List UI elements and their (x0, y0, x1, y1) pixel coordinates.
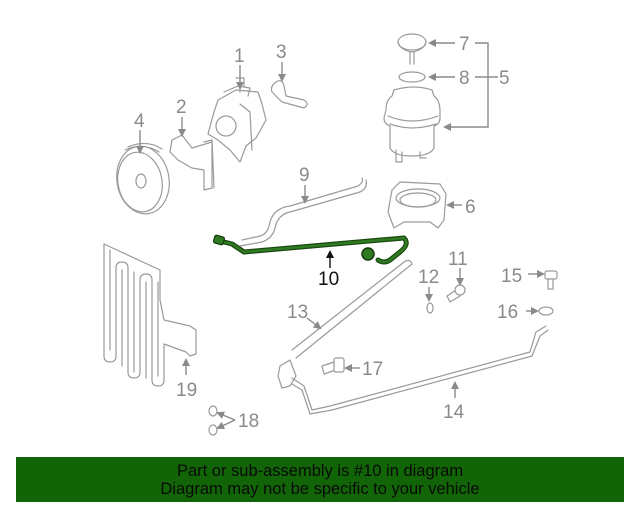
label-9[interactable]: 9 (299, 165, 310, 186)
part-11-bolt[interactable] (446, 284, 466, 303)
label-18[interactable]: 18 (238, 411, 259, 432)
part-10-pressure-line[interactable] (212, 234, 409, 265)
part-14-line[interactable] (291, 325, 549, 415)
part-5-reservoir[interactable] (383, 86, 441, 163)
label-17[interactable]: 17 (362, 359, 383, 380)
label-4[interactable]: 4 (134, 111, 145, 132)
label-19[interactable]: 19 (176, 380, 197, 401)
label-5[interactable]: 5 (499, 68, 510, 89)
label-7[interactable]: 7 (459, 34, 470, 55)
part-8-oring[interactable] (398, 71, 426, 83)
part-15-bolt[interactable] (544, 270, 558, 290)
label-15[interactable]: 15 (501, 266, 522, 287)
label-12[interactable]: 12 (418, 267, 439, 288)
label-6[interactable]: 6 (465, 197, 476, 218)
label-2[interactable]: 2 (176, 97, 187, 118)
banner-line-disclaimer: Diagram may not be specific to your vehi… (160, 479, 480, 498)
part-9-hose[interactable] (239, 177, 367, 247)
label-16[interactable]: 16 (497, 302, 518, 323)
part-2-bracket[interactable] (169, 134, 215, 191)
part-7-cap[interactable] (397, 33, 427, 65)
part-18-washers[interactable] (208, 405, 218, 436)
banner-line-part-info: Part or sub-assembly is #10 in diagram (176, 461, 464, 480)
label-13[interactable]: 13 (287, 302, 308, 323)
part-3-bracket[interactable] (270, 80, 308, 109)
info-banner: Part or sub-assembly is #10 in diagram D… (16, 457, 624, 502)
part-17-bolt[interactable] (321, 357, 345, 375)
label-14[interactable]: 14 (443, 402, 465, 423)
part-13-hose[interactable] (277, 259, 413, 389)
label-10-highlighted[interactable]: 10 (318, 269, 339, 290)
label-3[interactable]: 3 (276, 42, 287, 63)
part-16-washer[interactable] (538, 306, 554, 316)
label-1[interactable]: 1 (234, 46, 245, 67)
part-19-cooler[interactable] (103, 243, 197, 387)
part-4-pulley[interactable] (111, 142, 174, 218)
label-8[interactable]: 8 (459, 68, 470, 89)
part-1-pump[interactable] (207, 77, 267, 163)
part-12-washer[interactable] (426, 302, 434, 314)
label-11[interactable]: 11 (448, 249, 468, 270)
part-6-holder[interactable] (387, 181, 447, 229)
